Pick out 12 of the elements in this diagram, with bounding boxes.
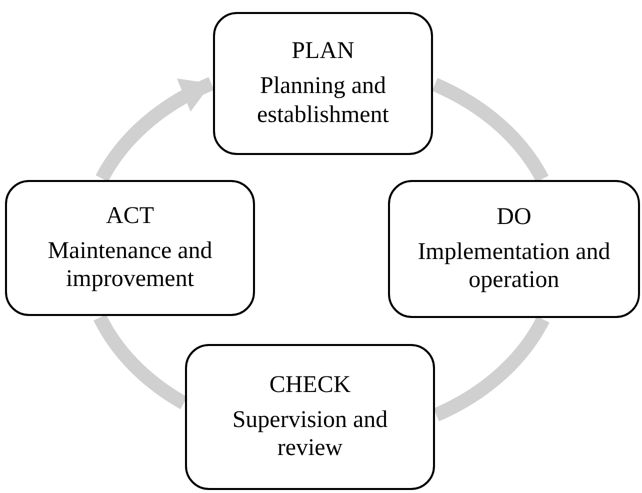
phase-title: PLAN	[292, 37, 354, 66]
phase-title: DO	[496, 202, 532, 232]
phase-description: Maintenance and improvement	[46, 236, 214, 294]
phase-description: Planning and establishment	[256, 72, 390, 130]
process-box	[185, 344, 435, 490]
process-box	[5, 180, 255, 316]
process-box	[388, 180, 640, 318]
phase-title: CHECK	[269, 370, 351, 400]
phase-description: Implementation and operation	[416, 238, 612, 296]
phase-title: ACT	[106, 202, 154, 231]
process-box	[213, 12, 433, 155]
phase-description: Supervision and review	[231, 406, 389, 464]
